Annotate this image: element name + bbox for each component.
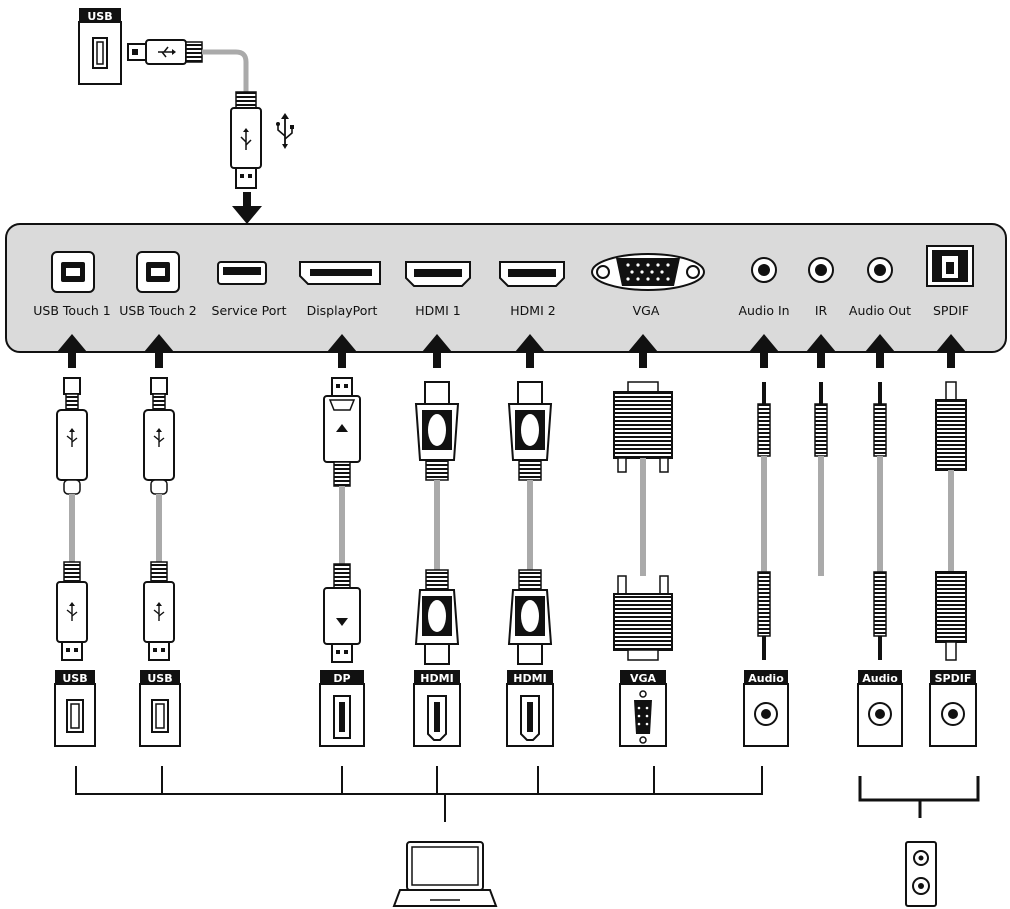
- source-tag: USB: [62, 672, 87, 685]
- ir-cable: [814, 382, 828, 576]
- source-port-usb-a: USB: [54, 670, 96, 747]
- port-label-audio-out: Audio Out: [849, 303, 911, 318]
- port-label-usb-touch-1: USB Touch 1: [33, 303, 110, 318]
- source-tag: HDMI: [513, 672, 546, 685]
- source-port-usb-b: USB: [139, 670, 181, 747]
- panel-port-audio-in: [751, 257, 777, 283]
- panel-port-ir: [808, 257, 834, 283]
- port-label-service-port: Service Port: [212, 303, 287, 318]
- port-label-vga: VGA: [633, 303, 660, 318]
- usb-symbol-icon: [158, 46, 176, 58]
- hdmi-2-cable: [507, 381, 553, 665]
- top-usb-tag: USB: [87, 10, 112, 23]
- usb-symbol-icon: [153, 602, 165, 621]
- laptop-bracket: [75, 766, 763, 822]
- source-port-audio: Audio: [743, 670, 789, 747]
- arrow-up-icon: [628, 334, 658, 368]
- service-usb-cable: [127, 39, 262, 189]
- panel-port-usb-touch-1: [51, 251, 95, 293]
- port-label-audio-in: Audio In: [738, 303, 789, 318]
- audio-out-cable: [873, 382, 887, 660]
- panel-port-audio-out: [867, 257, 893, 283]
- panel-port-usb-touch-2: [136, 251, 180, 293]
- usb-touch-1-cable: [56, 377, 88, 661]
- panel-port-hdmi-2: [499, 261, 565, 287]
- source-tag: Audio: [748, 672, 784, 685]
- port-label-hdmi-1: HDMI 1: [415, 303, 460, 318]
- rear-panel: [5, 223, 1007, 353]
- usb-touch-2-cable: [143, 377, 175, 661]
- usb-symbol-icon: [153, 428, 165, 447]
- source-tag: SPDIF: [935, 672, 972, 685]
- panel-port-spdif: [926, 245, 974, 287]
- vga-cable: [613, 381, 673, 661]
- up-arrows: [57, 334, 966, 368]
- arrow-up-icon: [327, 334, 357, 368]
- source-tag: DP: [333, 672, 350, 685]
- usb-symbol-icon: [240, 128, 252, 150]
- source-tag: HDMI: [420, 672, 453, 685]
- panel-port-service: [217, 261, 267, 285]
- panel-port-vga: [591, 253, 705, 291]
- panel-port-hdmi-1: [405, 261, 471, 287]
- laptop-icon: [392, 841, 498, 907]
- arrow-up-icon: [749, 334, 779, 368]
- arrow-up-icon: [806, 334, 836, 368]
- port-label-displayport: DisplayPort: [307, 303, 378, 318]
- source-tag: Audio: [862, 672, 898, 685]
- port-label-spdif: SPDIF: [933, 303, 969, 318]
- source-tag: VGA: [630, 672, 657, 685]
- arrow-up-icon: [515, 334, 545, 368]
- spdif-cable: [935, 381, 967, 661]
- source-port-hdmi-a: HDMI: [413, 670, 461, 747]
- source-port-vga: VGA: [619, 670, 667, 747]
- usb-symbol-icon: [66, 428, 78, 447]
- arrow-up-icon: [422, 334, 452, 368]
- arrow-down-icon: [232, 192, 262, 224]
- panel-port-displayport: [299, 261, 381, 285]
- usb-symbol-icon: [66, 602, 78, 621]
- port-label-ir: IR: [815, 303, 828, 318]
- arrow-up-icon: [57, 334, 87, 368]
- source-tag: USB: [147, 672, 172, 685]
- arrow-up-icon: [865, 334, 895, 368]
- arrow-up-icon: [936, 334, 966, 368]
- port-label-hdmi-2: HDMI 2: [510, 303, 555, 318]
- speaker-icon: [905, 841, 937, 907]
- source-port-dp: DP: [319, 670, 365, 747]
- top-usb-device: USB: [78, 8, 122, 85]
- speaker-bracket: [858, 776, 980, 818]
- arrow-up-icon: [144, 334, 174, 368]
- displayport-cable: [323, 377, 361, 663]
- port-label-usb-touch-2: USB Touch 2: [119, 303, 196, 318]
- source-port-hdmi-b: HDMI: [506, 670, 554, 747]
- dest-port-spdif: SPDIF: [929, 670, 977, 747]
- usb-icon: [276, 113, 294, 149]
- audio-in-cable: [757, 382, 771, 660]
- dest-port-audio: Audio: [857, 670, 903, 747]
- hdmi-1-cable: [414, 381, 460, 665]
